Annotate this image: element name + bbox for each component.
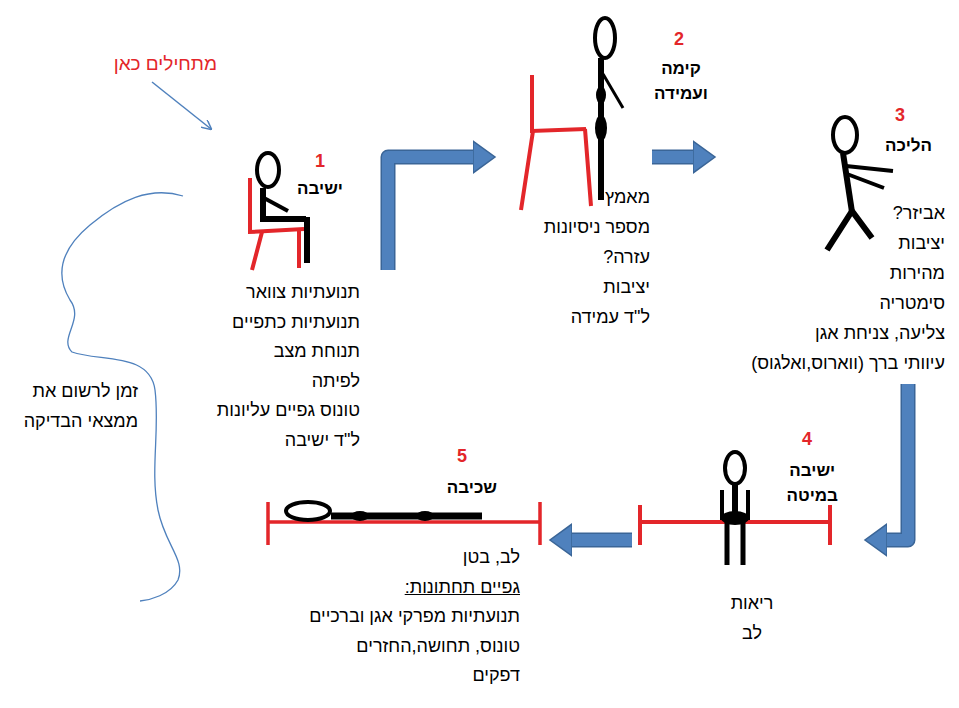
arm <box>264 198 288 211</box>
callout-number: 5 <box>457 445 467 467</box>
arrow-body <box>887 384 908 540</box>
exam-item: לפיתה <box>312 367 360 397</box>
chair <box>532 75 586 131</box>
time-note: זמן לרשום את ממצאי הבדיקה <box>14 376 138 436</box>
exam-item: עזרה? <box>603 242 650 272</box>
exam-item: תנועתיות צוואר <box>246 278 360 308</box>
exam-item: גפיים תחתונות: <box>405 573 520 603</box>
exam-item: יציבות <box>603 272 650 302</box>
torso <box>843 153 852 212</box>
exam-item: עיוותי ברך (ווארוס,ואלגוס) <box>751 348 945 378</box>
exam-station: 1ישיבהתנועתיות צווארתנועתיות כתפייםתנוחת… <box>185 270 400 461</box>
exam-item: צליעה, צניחת אגן <box>815 318 945 348</box>
exam-item: לב <box>742 618 762 648</box>
joint <box>351 511 369 521</box>
exam-station: 5שכיבהלב, בטןגפיים תחתונות:תנועתיות מפרק… <box>245 525 550 697</box>
head <box>595 18 615 58</box>
flow-arrow <box>887 384 908 540</box>
exam-item: סימטריה <box>879 288 945 318</box>
joint <box>416 511 434 521</box>
arrow-outline <box>652 150 693 165</box>
exam-item: טונוס גפיים עליונות <box>217 396 360 426</box>
arrow-body <box>652 151 693 163</box>
exam-item: תנועתיות מפרקי אגן וברכיים <box>309 602 520 632</box>
joint <box>595 115 607 141</box>
head <box>725 452 745 484</box>
exam-item: אביזר? <box>893 198 945 228</box>
legs <box>262 217 307 263</box>
arm <box>603 74 623 108</box>
exam-item: תנועתיות כתפיים <box>232 308 360 338</box>
bed <box>268 502 540 545</box>
exam-item: ל"ד ישיבה <box>285 426 360 456</box>
station-heading: ישיבה במיטה <box>786 458 838 508</box>
exam-item: תנוחת מצב <box>274 337 360 367</box>
legs <box>827 211 872 250</box>
chair <box>250 178 304 232</box>
leader-line <box>152 82 211 129</box>
walking-figure <box>827 117 893 250</box>
station-heading: ישיבה <box>297 176 343 201</box>
lying-figure <box>268 502 540 545</box>
exam-station: 2קימה ועמידהמאמץמספר ניסיונותעזרה?יציבות… <box>495 145 652 338</box>
callout-number: 4 <box>802 428 812 450</box>
bed <box>640 505 830 545</box>
arrow-outline <box>388 157 473 270</box>
flow-arrow <box>572 540 632 541</box>
arms <box>846 166 893 188</box>
standing-figure <box>521 18 623 210</box>
arrow-body <box>388 157 473 270</box>
exam-item: ריאות <box>731 588 774 618</box>
torso <box>732 485 738 515</box>
arrow-outline <box>572 533 632 548</box>
joint <box>596 86 606 104</box>
exam-item: דפקים <box>472 661 520 691</box>
head <box>257 153 279 187</box>
head <box>286 502 330 520</box>
head <box>833 117 857 153</box>
station-heading: הליכה <box>885 133 932 158</box>
exam-item: יציבות <box>898 228 945 258</box>
exam-station: 3הליכהאביזר?יציבותמהירותסימטריהצליעה, צנ… <box>715 140 948 384</box>
exam-item: מאמץ <box>605 182 650 212</box>
flow-arrow <box>652 157 693 158</box>
callout-number: 3 <box>895 104 905 126</box>
flow-arrow <box>388 157 473 270</box>
exam-item: מהירות <box>890 258 945 288</box>
station-heading: שכיבה <box>447 475 497 500</box>
exam-item: מספר ניסיונות <box>544 212 650 242</box>
callout-number: 1 <box>315 150 325 172</box>
arrow-body <box>572 534 632 546</box>
sitting-figure <box>250 153 307 270</box>
chair-legs <box>521 129 591 210</box>
exam-item: טונוס, תחושה,החזרים <box>356 632 520 662</box>
arrow-outline <box>887 384 908 540</box>
chair-legs <box>252 229 299 270</box>
exam-item: לב, בטן <box>463 543 520 573</box>
station-heading: קימה ועמידה <box>654 56 708 106</box>
exam-item: ל"ד עמידה <box>571 302 650 332</box>
exam-station: 4ישיבה במיטהריאותלב <box>632 520 865 654</box>
legs <box>727 520 743 565</box>
callout-number: 2 <box>674 28 684 50</box>
start-note: מתחילים כאן <box>114 52 217 76</box>
